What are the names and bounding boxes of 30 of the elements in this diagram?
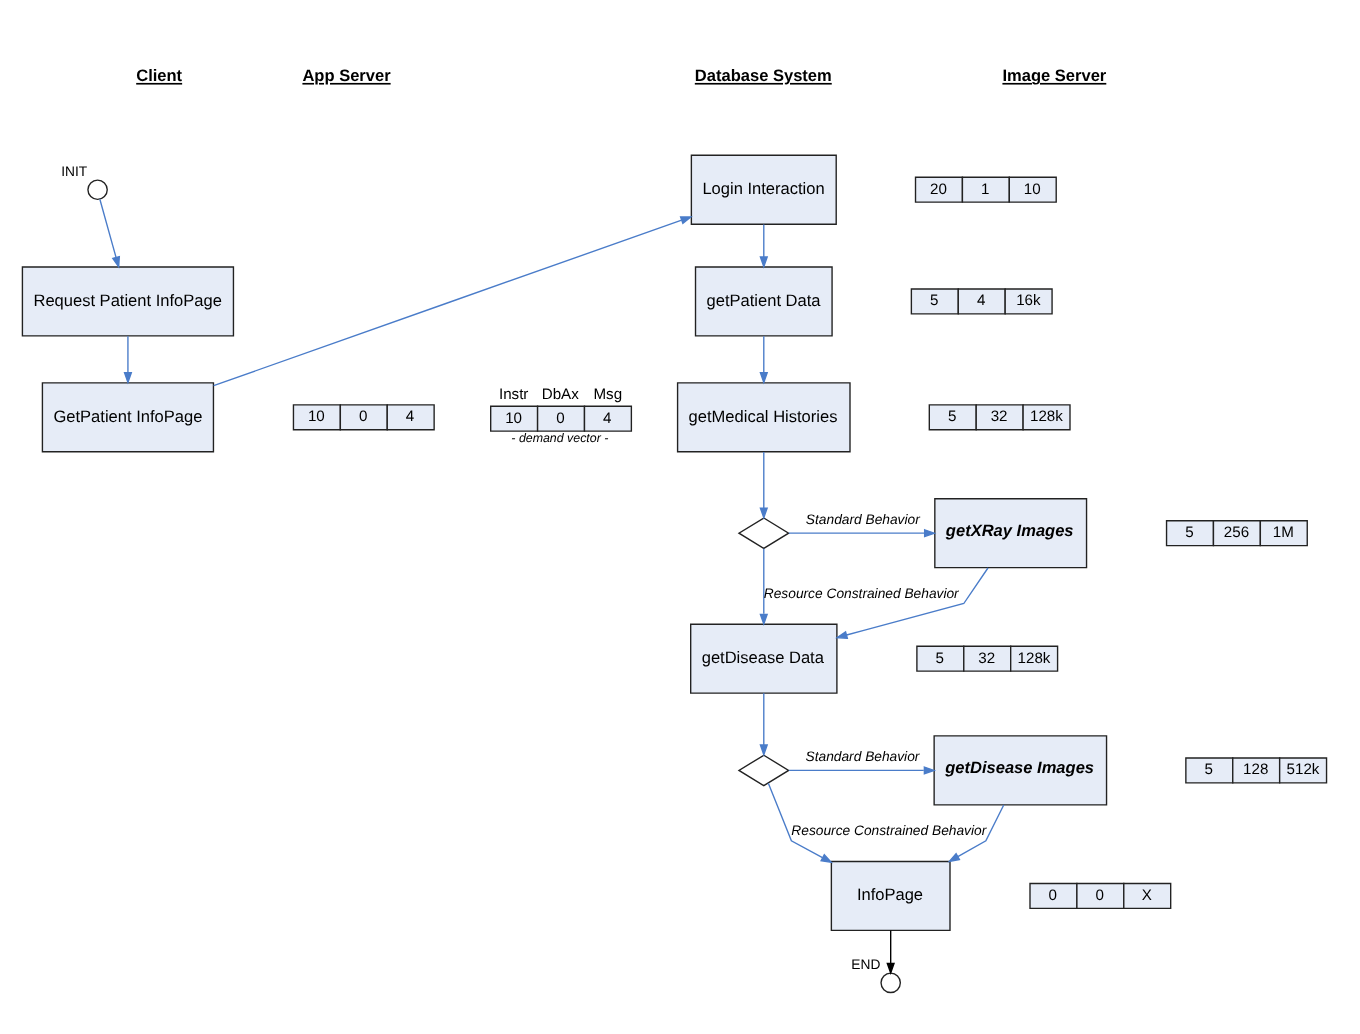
label: Msg [593, 384, 623, 403]
label: 10 [505, 407, 523, 426]
label: 5 [930, 290, 939, 309]
label: 32 [978, 647, 996, 666]
label: 16k [1016, 290, 1041, 309]
label: DbAx [541, 384, 579, 403]
label: 20 [930, 178, 947, 197]
label: 512k [1286, 759, 1320, 778]
label: 0 [1048, 884, 1058, 903]
label: X [1141, 884, 1152, 903]
label: 4 [976, 290, 986, 309]
label: 0 [358, 406, 368, 425]
label: 10 [1023, 178, 1041, 197]
label: 128k [1030, 406, 1063, 425]
label: 1 [981, 178, 990, 197]
label: 5 [947, 406, 957, 425]
label: 4 [603, 407, 612, 426]
label: 256 [1223, 522, 1250, 541]
label: 128k [1017, 647, 1051, 666]
label: 1M [1272, 522, 1294, 541]
label: 5 [1185, 522, 1194, 541]
label: 0 [1095, 884, 1104, 903]
label: Instr [498, 384, 529, 403]
label: 10 [307, 406, 325, 425]
label: 128 [1243, 759, 1269, 778]
label: 0 [556, 407, 565, 426]
label: 32 [990, 406, 1008, 425]
label: 4 [405, 406, 415, 425]
label: 5 [1204, 759, 1213, 778]
label: 5 [935, 647, 944, 666]
